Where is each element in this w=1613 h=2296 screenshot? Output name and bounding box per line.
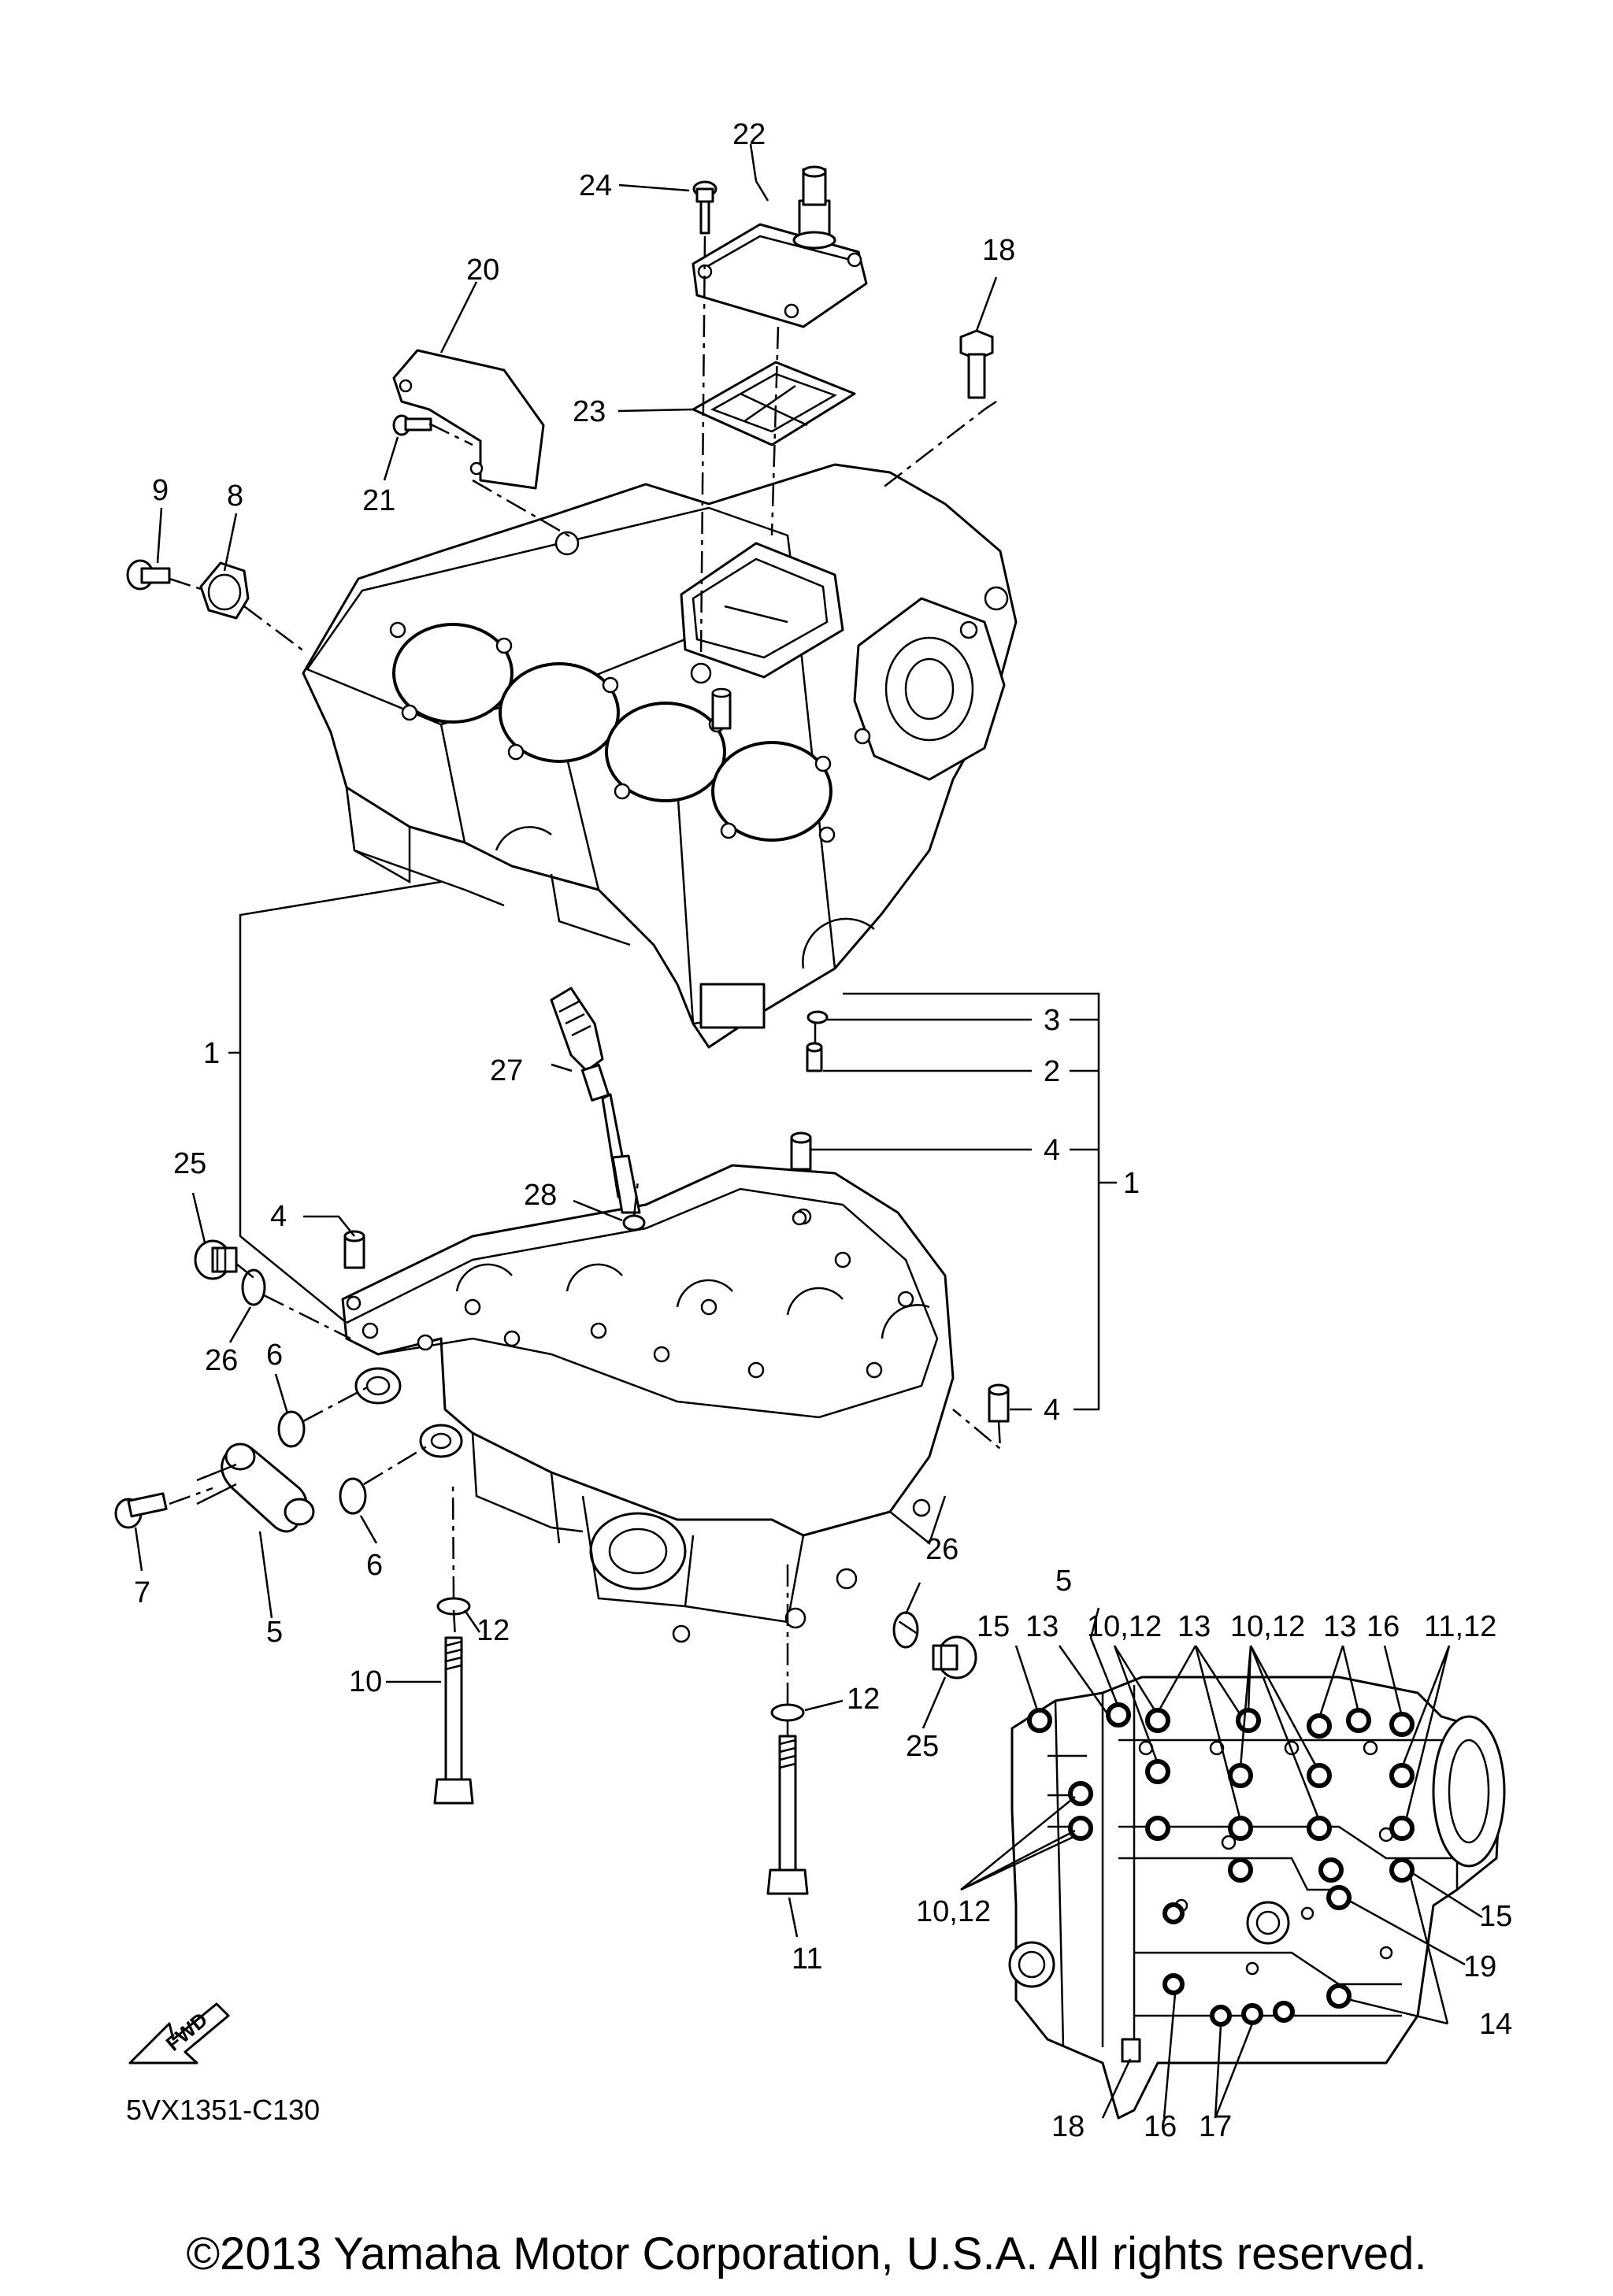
dowel-4-right-bottom bbox=[988, 1383, 1010, 1423]
inset-callout-19: 19 bbox=[1463, 1950, 1496, 1983]
assembly-lines bbox=[169, 235, 1002, 1736]
bolt-18 bbox=[959, 329, 994, 399]
callout-26-left: 26 bbox=[205, 1344, 238, 1377]
callout-6-lower: 6 bbox=[366, 1549, 383, 1582]
leader-lines bbox=[134, 143, 1117, 1938]
inset-callout-15-right: 15 bbox=[1479, 1900, 1512, 1933]
inset-callout-16-bottom: 16 bbox=[1144, 2110, 1177, 2143]
callout-18: 18 bbox=[982, 234, 1015, 267]
callout-20: 20 bbox=[466, 254, 499, 287]
screw-24 bbox=[692, 180, 718, 235]
inset-callout-1112: 11,12 bbox=[1424, 1610, 1496, 1643]
callout-26-right: 26 bbox=[925, 1533, 959, 1566]
callout-5: 5 bbox=[266, 1616, 283, 1649]
inset-callout-1012-left: 10,12 bbox=[916, 1895, 991, 1928]
callout-4-left: 4 bbox=[270, 1200, 287, 1233]
gasket-26-right bbox=[892, 1611, 919, 1649]
screw-21 bbox=[392, 414, 432, 436]
fwd-arrow-icon: FWD bbox=[128, 2002, 230, 2065]
callout-labels: 22 24 20 18 23 21 9 8 3 1 27 2 4 25 4 1 … bbox=[134, 118, 1512, 2143]
callout-12-upper: 12 bbox=[476, 1614, 510, 1647]
inset-callout-16-top: 16 bbox=[1366, 1610, 1400, 1643]
inset-callout-1012a: 10,12 bbox=[1087, 1610, 1162, 1643]
upper-crankcase bbox=[302, 463, 1018, 1049]
bolt-7 bbox=[114, 1492, 168, 1529]
callout-2: 2 bbox=[1044, 1055, 1060, 1088]
callout-1-right: 1 bbox=[1123, 1167, 1140, 1200]
bolt-11 bbox=[766, 1735, 809, 1895]
cylinder-bore-1 bbox=[392, 623, 514, 724]
callout-9: 9 bbox=[152, 474, 169, 507]
o-ring-3 bbox=[806, 1010, 829, 1024]
inset-callout-18-bottom: 18 bbox=[1051, 2110, 1085, 2143]
callout-24: 24 bbox=[579, 169, 612, 202]
callout-4-right-top: 4 bbox=[1044, 1134, 1060, 1167]
inset-callout-17: 17 bbox=[1199, 2110, 1232, 2143]
dipstick-27 bbox=[550, 987, 641, 1214]
callout-6-upper: 6 bbox=[266, 1339, 283, 1372]
inset-bolt-view bbox=[960, 1607, 1506, 2120]
breather-gasket bbox=[692, 361, 856, 446]
callout-27: 27 bbox=[490, 1054, 523, 1087]
callout-3: 3 bbox=[1044, 1004, 1060, 1037]
callout-10: 10 bbox=[349, 1665, 382, 1698]
pin-2 bbox=[806, 1042, 823, 1072]
inset-callout-13c: 13 bbox=[1323, 1610, 1356, 1643]
washer-12-lower bbox=[770, 1703, 805, 1722]
cap-8 bbox=[199, 561, 250, 620]
inset-callout-13a: 13 bbox=[1025, 1610, 1059, 1643]
cylinder-bore-2 bbox=[499, 662, 620, 763]
callout-5-inset: 5 bbox=[1055, 1565, 1072, 1598]
o-ring-6-upper bbox=[277, 1410, 306, 1448]
breather-cover bbox=[692, 165, 868, 328]
callout-4-right-bottom: 4 bbox=[1044, 1394, 1060, 1427]
callout-25-right: 25 bbox=[906, 1730, 939, 1763]
callout-25-left: 25 bbox=[173, 1147, 206, 1180]
washer-28 bbox=[622, 1214, 646, 1231]
gasket-26-left bbox=[241, 1268, 266, 1306]
callout-8: 8 bbox=[227, 480, 243, 513]
callout-12-lower: 12 bbox=[847, 1683, 880, 1716]
callout-1-left: 1 bbox=[203, 1037, 220, 1070]
plug-25-right bbox=[932, 1635, 977, 1679]
oil-pipe-5 bbox=[196, 1442, 315, 1533]
dowel-4-right-top bbox=[790, 1131, 812, 1171]
cylinder-bore-3 bbox=[605, 702, 726, 802]
bolt-9 bbox=[126, 559, 171, 591]
lower-crankcase bbox=[341, 1164, 955, 1643]
bolt-10 bbox=[433, 1636, 474, 1805]
inset-callout-1012b: 10,12 bbox=[1230, 1610, 1305, 1643]
diagram-code: 5VX1351-C130 bbox=[126, 2094, 320, 2126]
inset-callout-13b: 13 bbox=[1177, 1610, 1211, 1643]
copyright-notice: ©2013 Yamaha Motor Corporation, U.S.A. A… bbox=[186, 2228, 1426, 2279]
callout-22: 22 bbox=[732, 118, 766, 151]
callout-7: 7 bbox=[134, 1576, 150, 1609]
callout-28: 28 bbox=[524, 1179, 557, 1212]
inset-callout-14: 14 bbox=[1479, 2008, 1512, 2041]
callout-23: 23 bbox=[573, 395, 606, 428]
callout-11: 11 bbox=[792, 1942, 822, 1976]
inset-callout-15-top: 15 bbox=[977, 1610, 1010, 1643]
cylinder-bore-4 bbox=[711, 741, 832, 842]
plug-25-left bbox=[194, 1239, 238, 1280]
o-ring-6-lower bbox=[339, 1477, 367, 1515]
dowel-4-left bbox=[343, 1230, 365, 1269]
cover-20 bbox=[392, 349, 545, 490]
callout-21: 21 bbox=[362, 484, 395, 517]
